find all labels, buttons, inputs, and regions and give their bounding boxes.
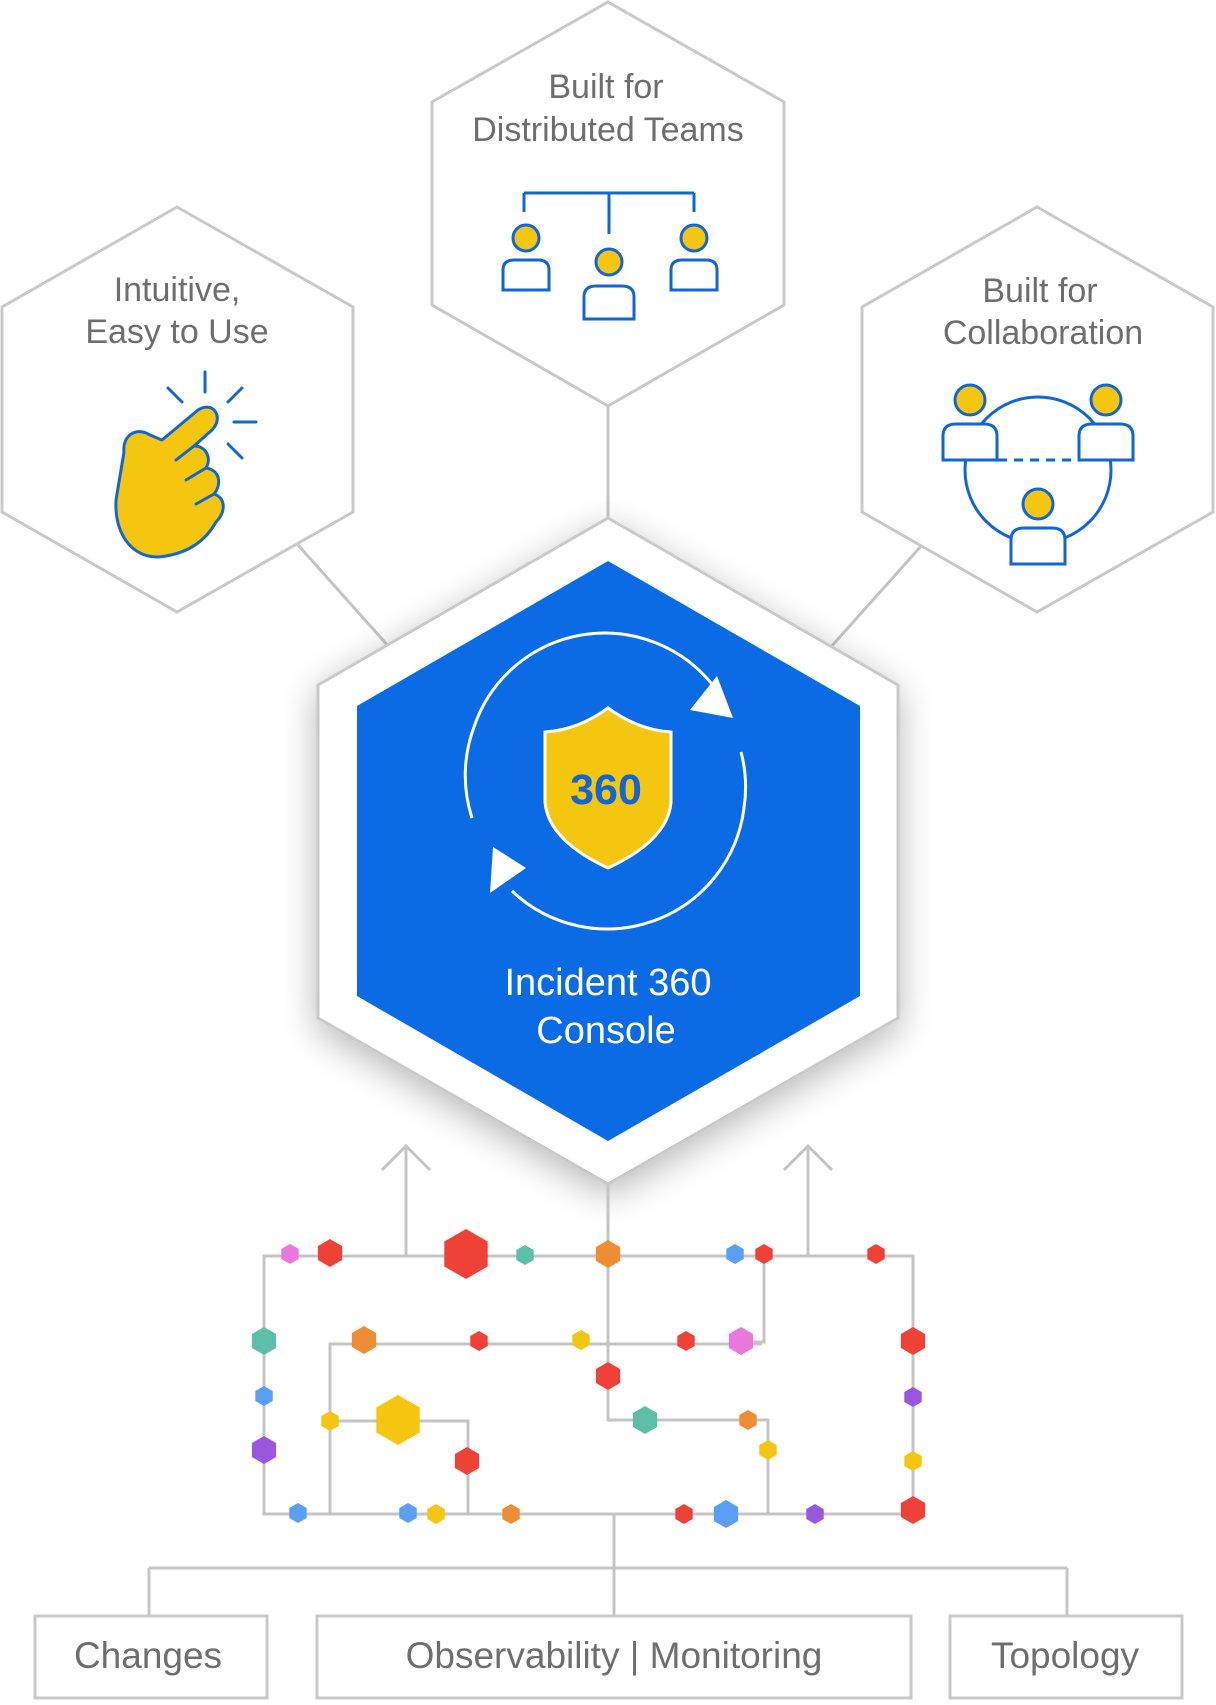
hex-outline xyxy=(860,205,1215,614)
source-box xyxy=(315,1614,913,1700)
event-node xyxy=(806,1504,824,1524)
connector-right xyxy=(828,544,924,649)
person-bottom xyxy=(1009,487,1067,566)
source-box xyxy=(948,1614,1184,1700)
event-node xyxy=(251,1436,277,1464)
arrow-up-left xyxy=(380,1143,432,1256)
event-node xyxy=(289,1503,307,1523)
event-node xyxy=(904,1451,922,1471)
source-topology: Topology xyxy=(948,1614,1184,1700)
event-node xyxy=(900,1496,926,1524)
person-right xyxy=(1077,383,1135,462)
event-node xyxy=(281,1244,299,1264)
event-node xyxy=(427,1504,445,1524)
event-node xyxy=(595,1362,621,1390)
event-node xyxy=(376,1395,420,1445)
person-left xyxy=(501,223,551,292)
event-node xyxy=(900,1327,926,1355)
source-label: Changes xyxy=(74,1635,222,1676)
event-node xyxy=(677,1331,695,1351)
event-node xyxy=(317,1239,343,1267)
feature-label-line1: Built for xyxy=(548,68,663,106)
event-node xyxy=(755,1244,773,1264)
source-label: Observability | Monitoring xyxy=(406,1635,823,1676)
source-changes: Changes xyxy=(33,1614,269,1700)
feature-label-line1: Intuitive, xyxy=(114,271,241,309)
hex-connectors xyxy=(296,406,924,649)
event-node xyxy=(251,1327,277,1355)
feature-hex-easy-to-use: Intuitive, Easy to Use xyxy=(0,205,355,614)
feature-label-line2: Easy to Use xyxy=(85,313,268,351)
person-center xyxy=(582,247,636,321)
event-node xyxy=(255,1386,273,1406)
event-node xyxy=(595,1240,621,1268)
event-node xyxy=(904,1387,922,1407)
shield-refresh-icon xyxy=(463,631,748,931)
event-node xyxy=(351,1326,377,1354)
person-right xyxy=(669,223,719,292)
event-node xyxy=(675,1504,693,1524)
event-node xyxy=(399,1503,417,1523)
feature-hex-distributed-teams: Built for Distributed Teams xyxy=(430,0,786,408)
collaboration-circle-icon xyxy=(941,383,1135,566)
source-box xyxy=(33,1614,269,1700)
event-node xyxy=(739,1410,757,1430)
event-node xyxy=(713,1500,739,1528)
source-label: Topology xyxy=(991,1635,1140,1676)
event-node xyxy=(759,1440,777,1460)
source-connectors xyxy=(147,1514,1069,1616)
center-title-line1: Incident 360 xyxy=(504,962,711,1004)
center-title-line2: Console xyxy=(536,1010,675,1052)
feature-label-line2: Distributed Teams xyxy=(472,111,744,149)
event-network xyxy=(251,1229,926,1560)
event-node xyxy=(321,1411,339,1431)
source-observability-monitoring: Observability | Monitoring xyxy=(315,1614,913,1700)
arrow-up-right xyxy=(782,1143,834,1256)
center-badge: 360 xyxy=(570,766,642,814)
feature-label-line1: Built for xyxy=(982,272,1097,310)
event-node xyxy=(867,1244,885,1264)
event-node xyxy=(632,1406,658,1434)
person-left xyxy=(941,383,999,462)
event-node xyxy=(470,1331,488,1351)
connector-left xyxy=(296,544,392,649)
event-node xyxy=(502,1504,520,1524)
event-node xyxy=(516,1245,534,1265)
feature-label-line2: Collaboration xyxy=(943,314,1143,352)
pointing-hand-icon xyxy=(114,370,258,559)
center-hex-incident-360: 360 Incident 360 Console xyxy=(316,516,900,1186)
team-hierarchy-icon xyxy=(501,191,719,321)
event-node xyxy=(454,1447,480,1475)
event-node xyxy=(728,1327,754,1355)
event-node xyxy=(572,1330,590,1350)
network-nodes xyxy=(251,1229,926,1528)
feature-hex-collaboration: Built for Collaboration xyxy=(860,205,1215,614)
event-node xyxy=(726,1244,744,1264)
event-node xyxy=(444,1229,488,1279)
hex-outline xyxy=(0,205,355,614)
